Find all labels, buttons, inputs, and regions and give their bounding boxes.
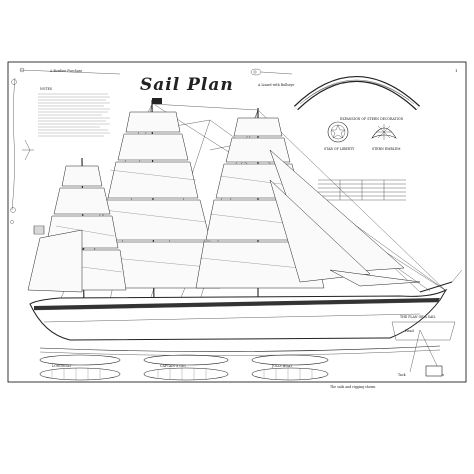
ship-hull	[29, 269, 463, 341]
gig-caption: CAPTAIN'S GIG	[160, 364, 186, 368]
lizard-detail	[250, 68, 293, 76]
lifeboat-gig: CAPTAIN'S GIG	[143, 354, 229, 381]
bottom-caption: The sails and rigging shown	[330, 385, 375, 389]
sail-detail-caption: THE PLAN OF A SAIL	[400, 315, 437, 319]
star-medallion-caption: STAR OF LIBERTY	[324, 147, 355, 151]
stern-emblem-caption: STERN EMBLEM	[372, 147, 401, 151]
sheet-number: 1	[455, 68, 458, 73]
flags	[33, 98, 162, 235]
bowline-purchase-detail	[10, 67, 121, 224]
jolly-caption: JOLLY BOAT	[271, 364, 293, 368]
lifeboat-jolly: JOLLY BOAT	[251, 354, 329, 381]
bowline-caption: A Bowline Purchase	[49, 69, 82, 73]
waterline-strip	[39, 345, 441, 356]
lifeboat-longboat: LONGBOAT	[39, 354, 121, 381]
sail-detail: THE PLAN OF A SAIL Head Tack Clew	[391, 315, 456, 377]
stern-decoration: EXPANSION OF STERN DECORATION	[293, 76, 421, 121]
notes-heading: NOTES	[40, 87, 52, 91]
notes-block: NOTES	[38, 87, 110, 137]
lizard-caption: A Lizard with Bullseye	[257, 83, 294, 87]
stern-decoration-caption: EXPANSION OF STERN DECORATION	[340, 117, 404, 121]
tack-caption: Tack	[398, 373, 406, 377]
head-caption: Head	[405, 329, 414, 333]
spars-table	[318, 179, 406, 201]
spanker-sail	[27, 229, 83, 293]
plan-title: Sail Plan	[140, 75, 234, 95]
stern-emblem: STERN EMBLEM	[371, 124, 401, 151]
longboat-caption: LONGBOAT	[52, 364, 72, 368]
head-sails	[269, 149, 421, 287]
star-medallion: STAR OF LIBERTY	[324, 121, 355, 151]
